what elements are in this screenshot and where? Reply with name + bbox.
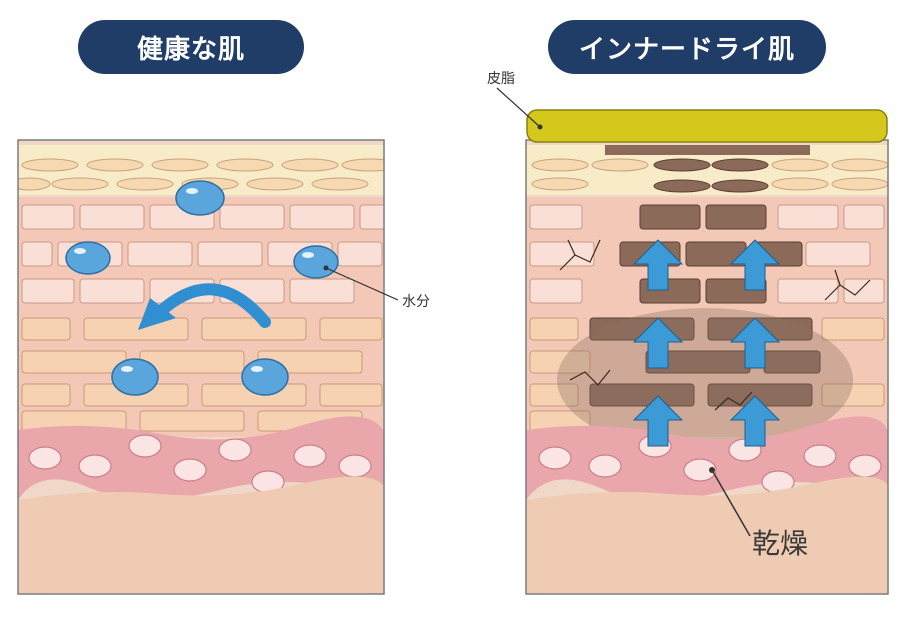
sebum-leader-line [496,87,541,128]
brick-layer-left [18,197,384,437]
fat-layer-left [18,145,384,195]
panel-healthy [18,140,384,594]
dermis-right [526,416,888,594]
title-healthy-skin: 健康な肌 [78,20,304,74]
dryness-leader-line [711,469,751,537]
sebum-layer [526,109,888,143]
dermis-left [18,416,384,594]
evaporation-arrows [632,239,781,447]
label-sebum: 皮脂 [487,71,515,87]
cracks [559,239,871,411]
panel-inner-dry [526,140,888,594]
fat-layer-right [526,145,888,195]
dryness-zone [557,308,853,452]
moisture-cycle-arrow-icon [138,283,271,330]
label-dryness: 乾燥 [752,527,809,560]
title-inner-dry-skin: インナードライ肌 [548,20,826,74]
water-leader-line [325,267,399,301]
brick-layer-right [526,197,888,452]
label-water: 水分 [402,294,430,310]
